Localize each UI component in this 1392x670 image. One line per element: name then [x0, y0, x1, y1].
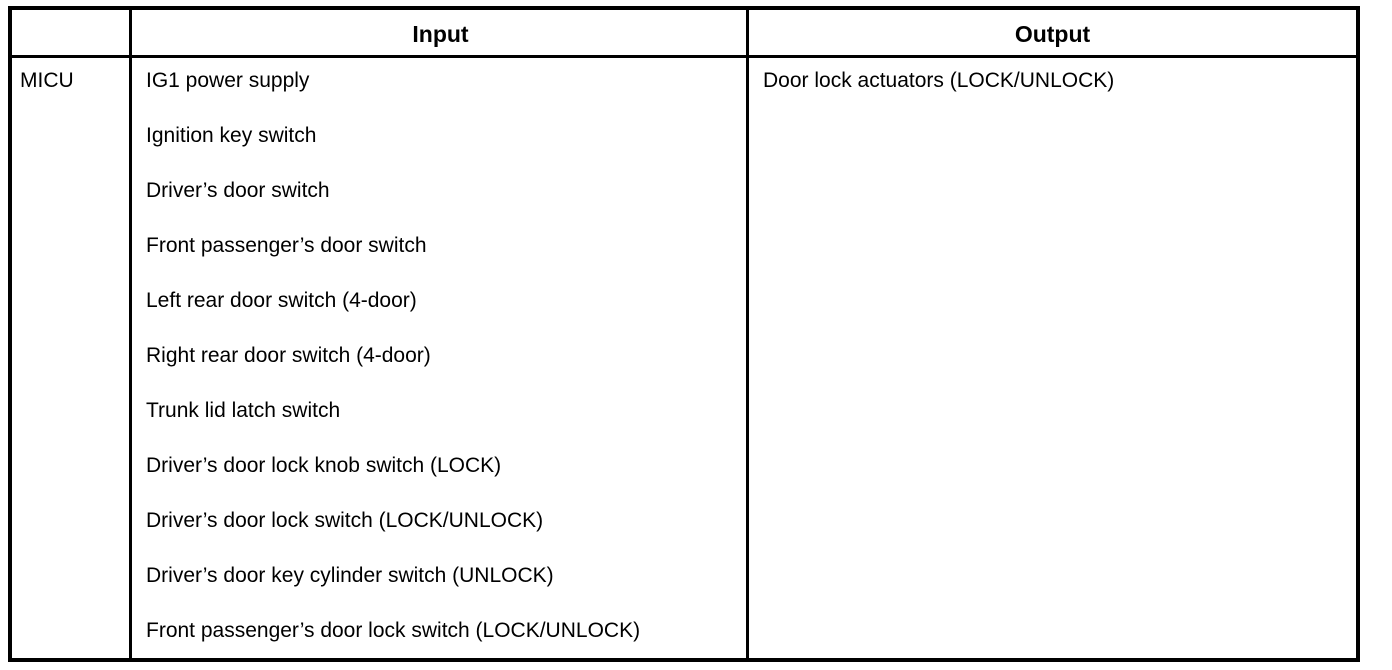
- table-body: MICU IG1 power supply Ignition key switc…: [12, 58, 1356, 658]
- header-cell-unit: [12, 10, 132, 58]
- header-cell-output: Output: [1014, 20, 1091, 47]
- input-item: Driver’s door key cylinder switch (UNLOC…: [146, 564, 554, 587]
- input-item: Left rear door switch (4-door): [146, 289, 417, 312]
- column-divider-unit-input: [129, 10, 132, 658]
- input-item: Trunk lid latch switch: [146, 399, 341, 422]
- input-item: Driver’s door switch: [146, 179, 330, 202]
- input-item: IG1 power supply: [146, 69, 310, 92]
- header-cell-input: Input: [412, 20, 469, 47]
- input-item: Front passenger’s door lock switch (LOCK…: [146, 619, 641, 642]
- column-divider-input-output: [746, 10, 749, 658]
- table-header-row: Input Output: [12, 10, 1356, 58]
- cell-unit-name: MICU: [12, 58, 132, 658]
- cell-input-list: IG1 power supply Ignition key switch Dri…: [132, 58, 749, 658]
- input-item: Ignition key switch: [146, 124, 317, 147]
- input-item: Driver’s door lock switch (LOCK/UNLOCK): [146, 509, 544, 532]
- cell-output-list: Door lock actuators (LOCK/UNLOCK): [749, 58, 1356, 658]
- unit-label-micu: MICU: [20, 69, 74, 92]
- input-item: Front passenger’s door switch: [146, 234, 427, 257]
- input-output-table: Input Output MICU IG1 power supply Ignit…: [8, 6, 1360, 662]
- input-item: Driver’s door lock knob switch (LOCK): [146, 454, 502, 477]
- input-item: Right rear door switch (4-door): [146, 344, 431, 367]
- output-item: Door lock actuators (LOCK/UNLOCK): [763, 69, 1115, 92]
